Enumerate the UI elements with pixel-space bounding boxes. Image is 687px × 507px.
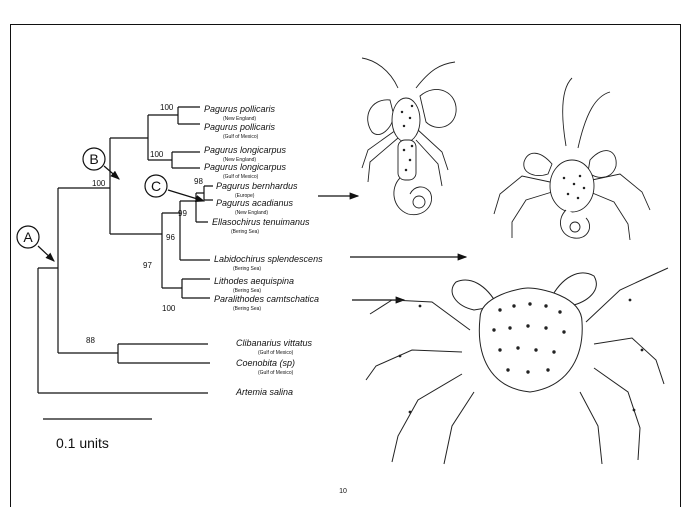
bootstrap-value: 98 [194,177,203,186]
taxon-label: Pagurus bernhardus [216,181,298,191]
labidochirus-crab-illustration [494,78,650,240]
taxon-locality: (Bering Sea) [233,266,261,272]
taxon-label: Ellasochirus tenuimanus [212,217,310,227]
clade-label-a: A [23,229,33,245]
bootstrap-values: 100 100 100 98 99 96 100 97 88 [86,103,203,345]
taxon-label: Pagurus pollicaris [204,122,276,132]
taxon-labels: Pagurus pollicaris (New England) Pagurus… [204,104,323,397]
taxon-label: Paralithodes camtschatica [214,294,319,304]
taxon-locality: (Gulf of Mexico) [223,134,259,140]
clade-label-b: B [89,151,98,167]
taxon-label: Pagurus pollicaris [204,104,276,114]
bootstrap-value: 100 [160,103,174,112]
taxon-label: Pagurus longicarpus [204,162,287,172]
taxon-label: Pagurus longicarpus [204,145,287,155]
bootstrap-value: 97 [143,261,152,270]
hermit-crab-illustration [362,58,456,215]
taxon-label: Artemia salina [235,387,293,397]
taxon-label: Lithodes aequispina [214,276,294,286]
bootstrap-value: 96 [166,233,175,242]
taxon-locality: (Bering Sea) [231,229,259,235]
taxon-locality: (Bering Sea) [233,306,261,312]
scale-bar-label: 0.1 units [56,435,109,451]
bootstrap-value: 100 [162,304,176,313]
taxon-label: Labidochirus splendescens [214,254,323,264]
clade-label-c: C [151,178,161,194]
taxon-label: Pagurus acadianus [216,198,294,208]
taxon-label: Coenobita (sp) [236,358,295,368]
page-number: 10 [339,488,347,495]
taxon-label: Clibanarius vittatus [236,338,313,348]
scale-bar: 0.1 units [43,419,152,451]
bootstrap-value: 100 [92,179,106,188]
taxon-locality: (Gulf of Mexico) [258,370,294,376]
tree-branches [38,107,213,393]
bootstrap-value: 88 [86,336,95,345]
taxon-locality: (Gulf of Mexico) [223,174,259,180]
taxon-locality: (New England) [235,210,268,216]
bootstrap-value: 100 [150,150,164,159]
taxon-locality: (Gulf of Mexico) [258,350,294,356]
illustration-pointers [318,196,466,300]
bootstrap-value: 99 [178,209,187,218]
king-crab-illustration [366,268,668,464]
